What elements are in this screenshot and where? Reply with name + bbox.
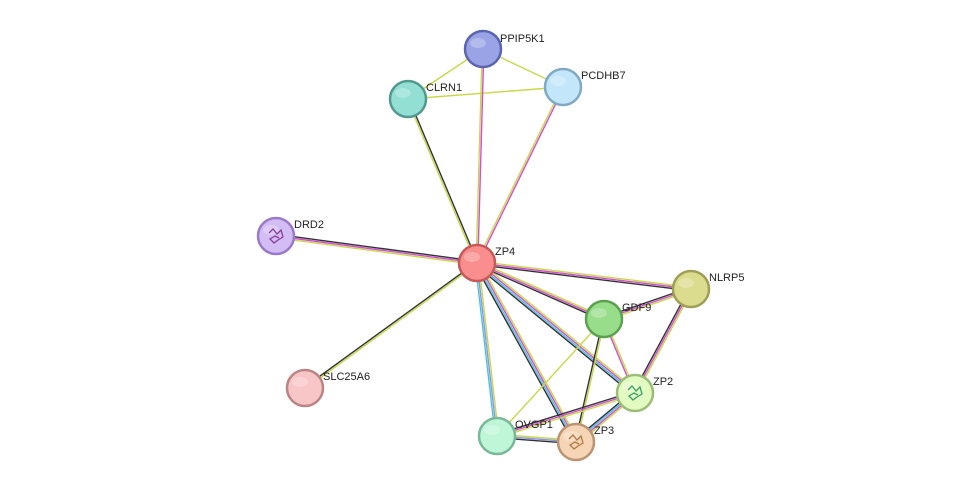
edge-zp2-ovgp1[interactable]: [496, 390, 636, 439]
edge-zp4-drd2[interactable]: [275, 233, 478, 266]
node-circle[interactable]: [543, 67, 583, 107]
edge-line-textmining: [406, 99, 477, 264]
node-ppip5k1[interactable]: PPIP5K1: [463, 29, 545, 69]
node-label-zp2: ZP2: [653, 376, 673, 388]
edge-line-coexpression: [632, 287, 691, 393]
edge-line-experiments: [477, 87, 565, 264]
edge-zp4-zp2[interactable]: [474, 260, 638, 396]
edge-line-textmining: [475, 86, 563, 263]
node-label-zp4: ZP4: [495, 246, 515, 258]
edge-line-textmining: [475, 48, 483, 263]
edge-zp4-pcdhb7[interactable]: [475, 86, 565, 264]
node-label-nlrp5: NLRP5: [709, 272, 744, 284]
protein-structure-icon: [627, 385, 643, 401]
node-circle[interactable]: [285, 368, 325, 408]
edge-line-coexpression: [476, 263, 604, 322]
node-label-zp3: ZP3: [594, 425, 614, 437]
edge-line-textmining: [478, 261, 579, 442]
structure-trace: [627, 385, 643, 401]
node-nlrp5[interactable]: NLRP5: [671, 269, 744, 309]
edge-line-textmining: [497, 393, 636, 439]
edge-line-textmining: [635, 289, 694, 395]
edge-line-database: [476, 263, 635, 395]
edge-line-coexpression: [474, 263, 575, 444]
edge-zp4-ppip5k1[interactable]: [475, 48, 485, 264]
edge-line-experiments: [476, 262, 605, 320]
edge-line-experiments: [275, 235, 478, 264]
node-circle[interactable]: [584, 299, 624, 339]
structure-trace: [268, 228, 284, 244]
node-ovgp1[interactable]: OVGP1: [477, 416, 553, 456]
edge-line-database: [475, 263, 576, 443]
structure-trace: [568, 434, 584, 450]
node-drd2[interactable]: DRD2: [256, 216, 324, 256]
edge-line-experiments: [477, 262, 578, 442]
edge-line-experiments: [496, 392, 636, 437]
edge-clrn1-pcdhb7[interactable]: [407, 86, 564, 100]
node-label-ovgp1: OVGP1: [515, 419, 553, 431]
node-slc25a6[interactable]: SLC25A6: [285, 368, 370, 408]
edge-line-textmining: [305, 263, 478, 390]
edge-zp4-clrn1[interactable]: [406, 98, 479, 264]
edge-line-experiments: [477, 49, 485, 264]
node-label-pcdhb7: PCDHB7: [581, 70, 626, 82]
edge-gdf9-zp3[interactable]: [574, 318, 606, 443]
node-circle[interactable]: [457, 243, 497, 283]
edge-line-coexpression: [476, 263, 691, 292]
edge-line-textmining: [478, 260, 638, 392]
node-circle[interactable]: [477, 416, 517, 456]
edge-line-textmining: [275, 236, 477, 266]
node-highlight: [678, 278, 694, 288]
node-pcdhb7[interactable]: PCDHB7: [543, 67, 626, 107]
node-zp2[interactable]: ZP2: [615, 373, 673, 413]
node-clrn1[interactable]: CLRN1: [388, 79, 462, 119]
node-highlight: [550, 76, 566, 86]
edge-line-textmining: [576, 319, 606, 443]
node-highlight: [395, 88, 411, 98]
node-highlight: [484, 425, 500, 435]
edge-line-coexpression: [304, 261, 477, 388]
edge-line-coexpression: [408, 98, 479, 263]
edge-gdf9-ovgp1[interactable]: [496, 318, 605, 437]
edge-line-experiments: [477, 261, 636, 393]
edge-zp4-nlrp5[interactable]: [476, 260, 692, 292]
edge-nlrp5-zp2[interactable]: [632, 287, 694, 395]
edge-zp4-ovgp1[interactable]: [474, 262, 500, 437]
edge-line-experiments: [476, 262, 692, 290]
node-circle[interactable]: [463, 29, 503, 69]
node-zp3[interactable]: ZP3: [556, 422, 614, 462]
edge-line-coexpression: [276, 233, 478, 263]
protein-structure-icon: [268, 228, 284, 244]
node-circle[interactable]: [388, 79, 428, 119]
node-circle[interactable]: [671, 269, 711, 309]
node-highlight: [292, 377, 308, 387]
edge-line-textmining: [407, 86, 564, 100]
edge-line-coexpression: [574, 318, 604, 442]
edge-line-textmining: [477, 260, 605, 319]
edge-line-textmining: [496, 318, 605, 437]
protein-structure-icon: [568, 434, 584, 450]
node-label-drd2: DRD2: [294, 219, 324, 231]
edge-line-coexpression: [496, 390, 635, 436]
node-label-slc25a6: SLC25A6: [323, 371, 370, 383]
node-label-ppip5k1: PPIP5K1: [500, 33, 545, 45]
node-label-clrn1: CLRN1: [426, 82, 462, 94]
node-highlight: [470, 38, 486, 48]
node-gdf9[interactable]: GDF9: [584, 299, 651, 339]
edge-line-database: [474, 263, 497, 437]
edge-line-textmining: [477, 260, 692, 289]
edge-line-experiments: [634, 288, 692, 394]
node-highlight: [464, 252, 480, 262]
node-zp4[interactable]: ZP4: [457, 243, 515, 283]
edge-line-coexpression: [474, 264, 634, 396]
node-label-gdf9: GDF9: [622, 302, 651, 314]
edge-line-textmining: [477, 262, 500, 436]
edge-zp4-gdf9[interactable]: [476, 260, 605, 322]
edge-zp4-slc25a6[interactable]: [304, 261, 478, 390]
node-highlight: [591, 308, 607, 318]
edge-zp4-zp3[interactable]: [474, 261, 579, 444]
edge-line-homology: [476, 262, 498, 437]
